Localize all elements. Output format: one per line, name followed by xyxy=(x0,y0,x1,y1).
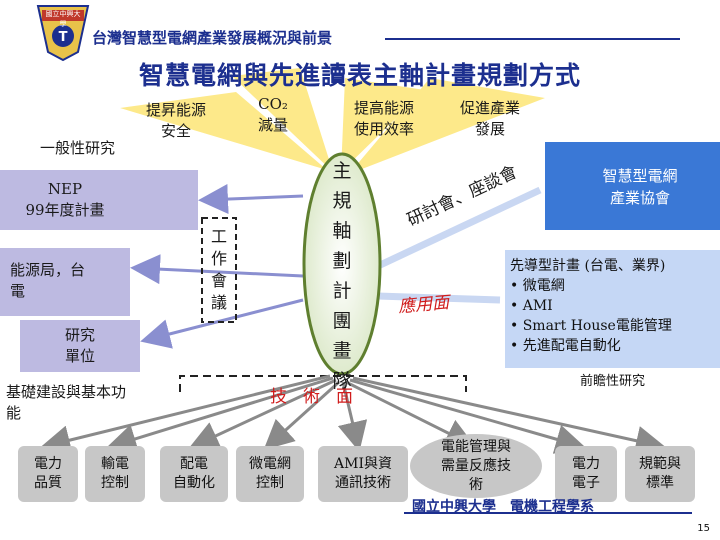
nep-plan-label: NEP 99年度計畫 xyxy=(25,180,105,219)
svg-text:T: T xyxy=(59,30,68,45)
power-quality-label: 電力 品質 xyxy=(34,456,62,491)
goal-industry-development: 促進產業 發展 xyxy=(459,99,520,138)
footer-department: 國立中興大學 電機工程學系 xyxy=(412,499,594,515)
pilot-box xyxy=(505,250,720,368)
pilot-item: • Smart House電能管理 xyxy=(510,318,672,334)
transmission-control-label: 輸電 控制 xyxy=(101,456,129,491)
bottom-arrows xyxy=(40,374,666,456)
application-label: 應用面 xyxy=(397,292,450,318)
goal-co2-reduction: CO₂ 減量 xyxy=(257,95,288,134)
goal-energy-security: 提昇能源 安全 xyxy=(145,101,206,140)
forward-research-label: 前瞻性研究 xyxy=(580,374,646,389)
header-title: 台灣智慧型電網產業發展概況與前景 xyxy=(92,29,333,47)
workshop-label: 工作會議 xyxy=(210,227,227,312)
university-logo: T xyxy=(36,5,90,62)
arrow-to-energy-bureau xyxy=(130,254,304,285)
microgrid-control-label: 微電網 控制 xyxy=(249,456,291,491)
arrow-to-nep xyxy=(198,184,304,215)
pilot-item: • 微電網 xyxy=(510,278,565,294)
pilot-title: 先導型計畫 (台電、業界) xyxy=(510,258,666,274)
smart-grid-association-label: 智慧型電網 產業協會 xyxy=(602,167,678,207)
general-research-label: 一般性研究 xyxy=(40,139,116,157)
arrow-to-pilot xyxy=(377,292,501,304)
main-title: 智慧電網與先進讀表主軸計畫規劃方式 xyxy=(138,61,581,90)
pilot-program-list: 先導型計畫 (台電、業界) • 微電網 • AMI • Smart House電… xyxy=(510,256,720,356)
workshop-frame xyxy=(201,217,237,323)
research-unit-label: 研究 單位 xyxy=(64,326,95,365)
arrow-to-association xyxy=(376,186,542,270)
header-rule xyxy=(385,38,680,40)
page-number: 15 xyxy=(697,523,710,534)
pilot-item: • AMI xyxy=(510,298,553,314)
left-boxes xyxy=(0,170,198,372)
center-ellipse xyxy=(302,152,382,376)
ami-ict-label: AMI與資 通訊技術 xyxy=(334,456,392,491)
arrow-to-research-unit xyxy=(140,298,304,349)
standards-label: 規範與 標準 xyxy=(639,456,681,491)
bottom-boxes xyxy=(18,434,695,502)
core-planning-team-label: 主規軸劃計團畫隊 xyxy=(332,160,352,392)
basic-construction-label: 基礎建設與基本功 能 xyxy=(6,383,127,422)
goal-energy-efficiency: 提高能源 使用效率 xyxy=(353,99,414,138)
association-box xyxy=(545,142,720,230)
power-electronics-label: 電力 電子 xyxy=(572,456,600,491)
energy-management-label: 電能管理與 需量反應技 術 xyxy=(441,438,511,493)
pilot-item: • 先進配電自動化 xyxy=(510,338,621,354)
goal-rays xyxy=(120,68,545,174)
distribution-automation-label: 配電 自動化 xyxy=(173,456,215,491)
technology-frame xyxy=(179,375,467,392)
energy-bureau-label: 能源局，台 電 xyxy=(10,261,86,300)
technology-label: 技術面 xyxy=(270,387,369,407)
logo-text: 國立中興大學 xyxy=(45,10,81,28)
